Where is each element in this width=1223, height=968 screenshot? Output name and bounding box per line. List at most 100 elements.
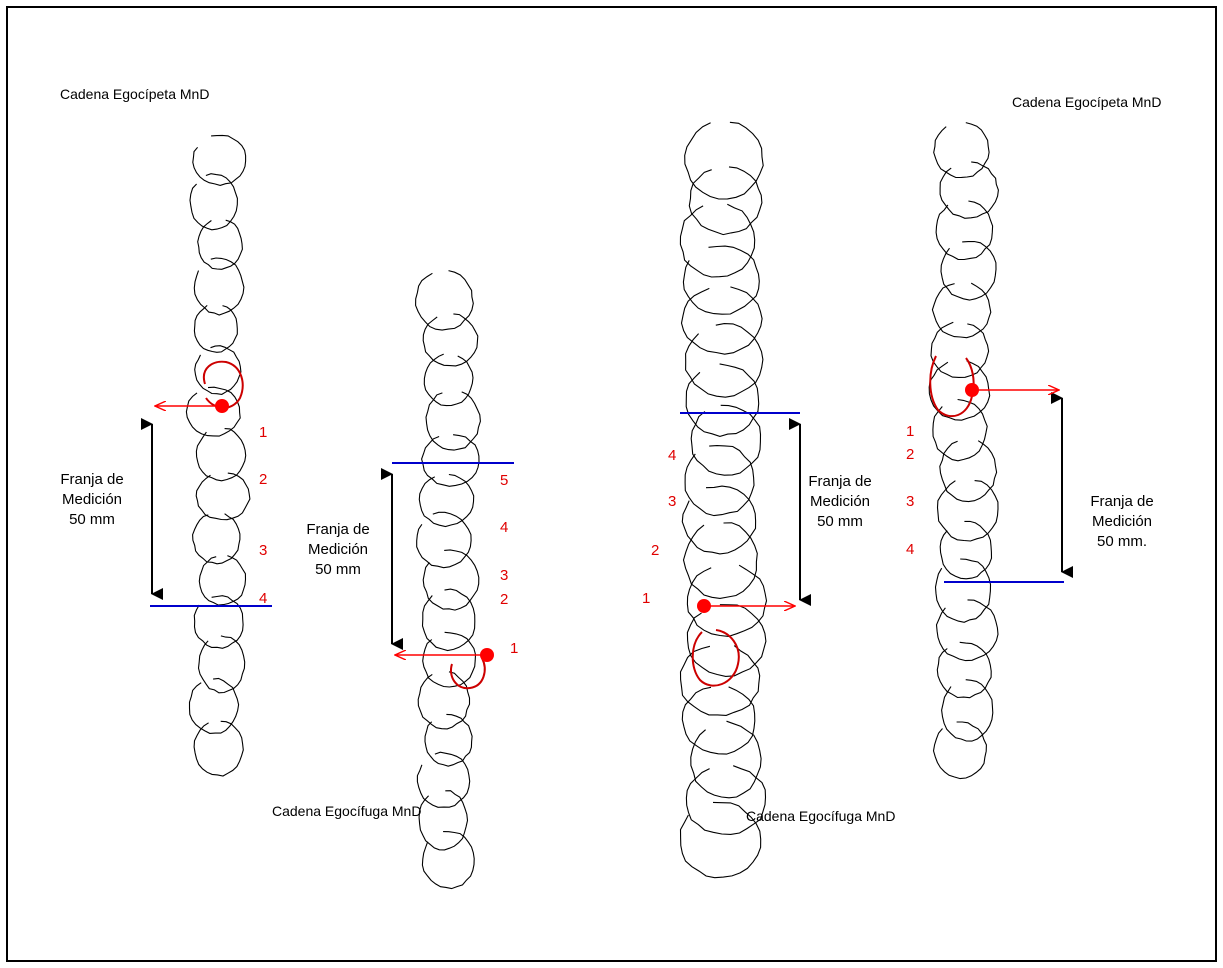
chain-loop xyxy=(936,480,999,542)
chain-loop xyxy=(193,304,238,353)
chain-loop xyxy=(939,161,999,219)
chain-loop xyxy=(193,720,244,777)
chain-loop xyxy=(939,520,993,580)
figure-frame xyxy=(6,6,1217,962)
chain-loop xyxy=(195,428,247,482)
panel3-spiral-chain xyxy=(679,121,768,879)
panel3-title: Cadena Egocífuga MnD xyxy=(746,808,896,824)
chain-loop xyxy=(686,604,767,677)
panel3-number: 2 xyxy=(651,542,660,559)
panel4-number: 3 xyxy=(906,493,915,510)
panel4-spiral-chain xyxy=(928,122,999,780)
chain-loop xyxy=(424,713,473,767)
chain-loop xyxy=(688,166,763,236)
chain-loop xyxy=(185,386,241,437)
chain-loop xyxy=(192,513,241,565)
chain-loop xyxy=(690,720,762,799)
panel4-title: Cadena Egocípeta MnD xyxy=(1012,94,1162,110)
chain-loop xyxy=(188,677,240,734)
chain-loop xyxy=(193,257,245,316)
chain-loop xyxy=(189,173,238,231)
chain-loop xyxy=(421,588,476,652)
chain-loop xyxy=(930,321,990,378)
chain-loop xyxy=(679,801,762,879)
panel3-number: 4 xyxy=(668,447,677,464)
chain-loop xyxy=(416,511,472,569)
chain-loop xyxy=(198,555,247,606)
chain-loop xyxy=(934,558,992,623)
chain-loop xyxy=(194,345,242,395)
chain-loop xyxy=(422,313,479,367)
chain-loop xyxy=(197,219,243,270)
chain-loop xyxy=(679,203,756,278)
panel4-number: 4 xyxy=(906,541,915,558)
panel1-number: 1 xyxy=(259,424,268,441)
chain-loop xyxy=(685,765,767,835)
panel1-number: 3 xyxy=(259,542,268,559)
chain-loop xyxy=(197,635,246,694)
panel2-number: 3 xyxy=(500,567,509,584)
chain-loop xyxy=(417,671,471,730)
chain-loop xyxy=(690,404,762,476)
chain-loop xyxy=(941,679,994,742)
panel2-number: 5 xyxy=(500,472,509,489)
chain-loop xyxy=(684,445,755,517)
chain-loop xyxy=(195,472,251,521)
chain-loop xyxy=(422,631,477,688)
chain-loop xyxy=(681,485,757,555)
panel1-number: 2 xyxy=(259,471,268,488)
panel1-title: Cadena Egocípeta MnD xyxy=(60,86,210,102)
chain-loop xyxy=(686,564,768,637)
panel4-number: 1 xyxy=(906,423,915,440)
chain-loop xyxy=(685,363,760,437)
chain-loop xyxy=(940,240,997,301)
chain-loop xyxy=(680,286,763,355)
panel3-marker-dot xyxy=(697,599,711,613)
chain-loop xyxy=(931,282,992,339)
chain-loop xyxy=(935,599,999,662)
chain-loop xyxy=(416,751,471,808)
panel1-number: 4 xyxy=(259,590,268,607)
chain-loop xyxy=(422,549,480,611)
chain-loop xyxy=(418,473,475,528)
chain-loop xyxy=(933,122,990,179)
chain-loop xyxy=(682,245,760,315)
panel3-highlight-loop xyxy=(691,629,740,687)
chain-loop xyxy=(685,323,764,398)
panel4-number: 2 xyxy=(906,446,915,463)
chain-loop xyxy=(932,721,987,780)
panel2-marker-dot xyxy=(480,648,494,662)
panel1-marker-dot xyxy=(215,399,229,413)
panel2-highlight-loop xyxy=(450,657,486,690)
panel2-spiral-chain xyxy=(415,270,481,890)
chain-loop xyxy=(418,790,469,851)
chain-loop xyxy=(192,134,247,186)
chain-loop xyxy=(682,522,758,599)
chain-loop xyxy=(425,391,481,451)
panel4-highlight-loop xyxy=(929,355,975,418)
panel3-number: 3 xyxy=(668,493,677,510)
chain-loop xyxy=(936,641,992,699)
chain-loop xyxy=(421,434,480,487)
chain-loop xyxy=(423,353,474,407)
chain-loop xyxy=(421,831,475,890)
chain-loop xyxy=(193,595,244,649)
panel2-number: 1 xyxy=(510,640,519,657)
panel2-number: 4 xyxy=(500,519,509,536)
chain-loop xyxy=(935,200,994,261)
chain-loop xyxy=(684,121,764,200)
panel1-spiral-chain xyxy=(185,134,251,777)
panel2-title: Cadena Egocífuga MnD xyxy=(272,803,422,819)
chain-loop xyxy=(681,686,756,755)
panel2-number: 2 xyxy=(500,591,509,608)
chain-loop xyxy=(932,398,988,462)
chain-loop xyxy=(415,270,474,331)
panel3-number: 1 xyxy=(642,590,651,607)
chain-loop xyxy=(679,645,761,716)
chain-loop xyxy=(939,440,998,503)
